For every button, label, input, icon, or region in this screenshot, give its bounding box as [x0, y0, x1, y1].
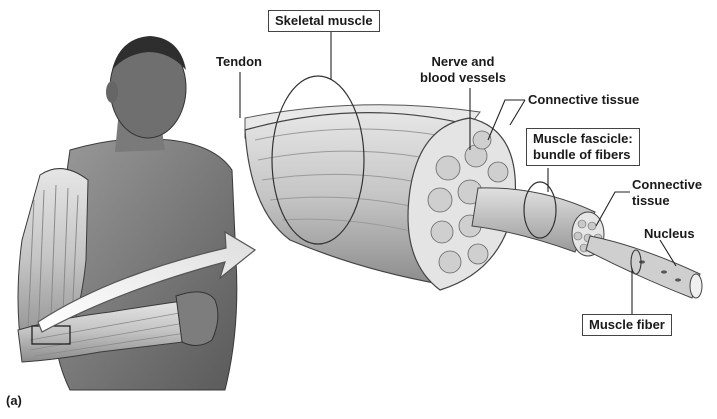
- label-muscle-fascicle: Muscle fascicle: bundle of fibers: [526, 128, 640, 166]
- label-connective-inner-line2: tissue: [632, 193, 702, 209]
- label-tendon: Tendon: [216, 54, 262, 70]
- label-nerve-line1: Nerve and: [420, 54, 506, 70]
- label-connective-tissue-outer: Connective tissue: [528, 92, 639, 108]
- label-fascicle-line2: bundle of fibers: [533, 147, 633, 163]
- label-nerve-blood-vessels: Nerve and blood vessels: [420, 54, 506, 86]
- skeletal-muscle-bundle: [245, 76, 515, 290]
- label-connective-inner-line1: Connective: [632, 177, 702, 193]
- label-nerve-line2: blood vessels: [420, 70, 506, 86]
- label-skeletal-muscle: Skeletal muscle: [268, 10, 380, 32]
- fist: [176, 292, 218, 346]
- man-figure: [18, 36, 237, 390]
- fiber-body: [586, 236, 700, 298]
- ear: [106, 81, 118, 103]
- muscle-fiber: [586, 236, 702, 298]
- label-muscle-fiber: Muscle fiber: [582, 314, 672, 336]
- panel-label: (a): [6, 393, 22, 409]
- fiber-end: [690, 274, 702, 298]
- label-connective-tissue-inner: Connective tissue: [632, 177, 702, 209]
- label-fascicle-line1: Muscle fascicle:: [533, 131, 633, 147]
- label-nucleus: Nucleus: [644, 226, 695, 242]
